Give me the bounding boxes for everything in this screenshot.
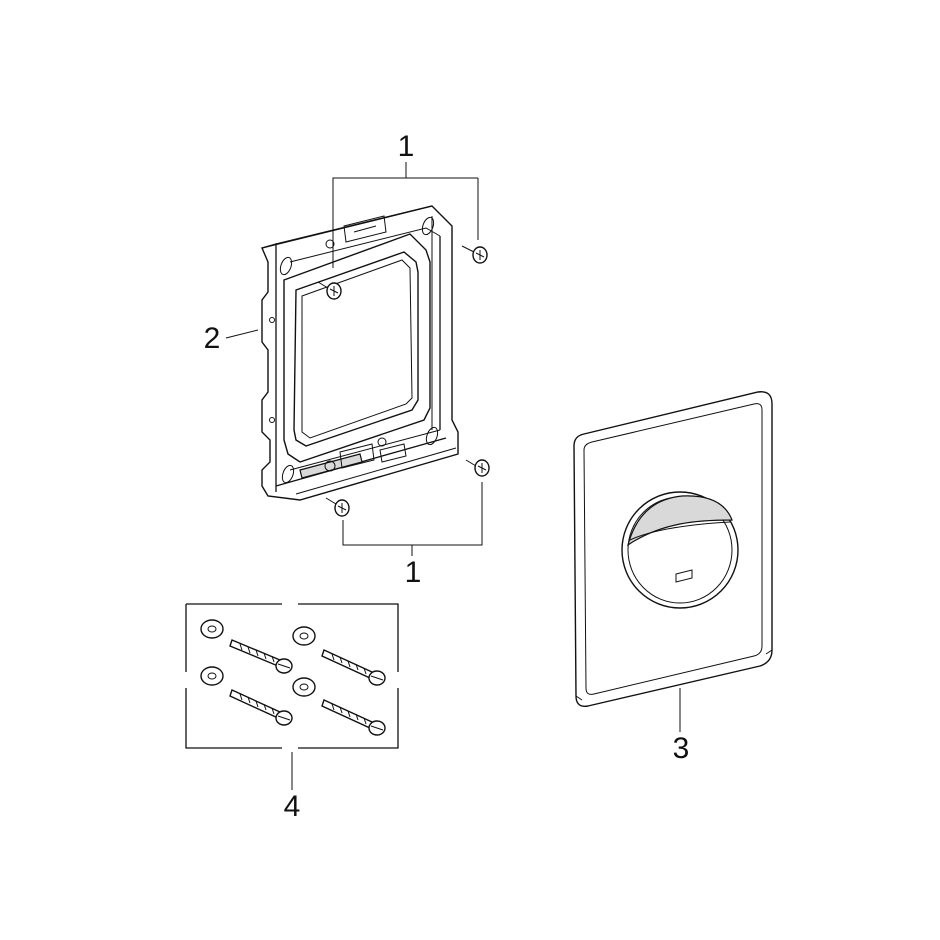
screw-icon bbox=[317, 245, 490, 517]
push-button-icon bbox=[621, 491, 739, 609]
washer-icon bbox=[200, 619, 316, 697]
bolt-icon bbox=[229, 639, 386, 736]
mounting-frame bbox=[261, 205, 459, 501]
callout-screws-top: 1 bbox=[398, 130, 415, 163]
leader-frame bbox=[225, 329, 259, 339]
leader-screws-bottom bbox=[342, 482, 483, 556]
fixing-kit-box bbox=[185, 603, 399, 749]
callout-cover-plate: 3 bbox=[673, 732, 690, 765]
cover-plate bbox=[573, 391, 773, 707]
callout-screws-bottom: 1 bbox=[405, 556, 422, 589]
leader-screws-top bbox=[332, 162, 479, 268]
callout-frame: 2 bbox=[204, 322, 221, 355]
callout-fixing-kit: 4 bbox=[284, 790, 301, 823]
